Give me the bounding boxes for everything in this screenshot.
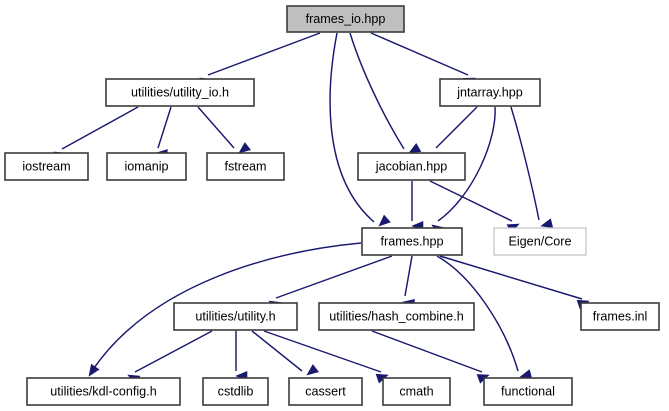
edge-line bbox=[263, 330, 382, 373]
edge-line bbox=[436, 255, 519, 372]
edge-line bbox=[435, 106, 478, 149]
arrowhead-icon bbox=[238, 142, 252, 154]
node-frames_inl[interactable]: frames.inl bbox=[580, 302, 660, 331]
arrowhead-icon bbox=[306, 364, 320, 376]
edge-frames-to-frames_inl bbox=[439, 255, 590, 310]
node-functional[interactable]: functional bbox=[483, 377, 573, 406]
edge-utility-to-kdl_config bbox=[127, 330, 213, 385]
edge-utility-to-cassert bbox=[251, 330, 320, 376]
node-box[interactable] bbox=[357, 152, 466, 181]
node-jntarray[interactable]: jntarray.hpp bbox=[439, 78, 541, 107]
node-box[interactable] bbox=[361, 227, 463, 256]
edge-jacobian-to-eigen_core bbox=[429, 180, 520, 234]
node-hash_combine[interactable]: utilities/hash_combine.h bbox=[318, 302, 475, 331]
edge-utility-to-cstdlib bbox=[235, 331, 248, 382]
node-iomanip[interactable]: iomanip bbox=[106, 152, 187, 181]
node-frames_io[interactable]: frames_io.hpp bbox=[286, 5, 405, 33]
edge-line bbox=[329, 32, 375, 223]
node-box[interactable] bbox=[439, 78, 541, 107]
node-box[interactable] bbox=[288, 377, 363, 406]
arrowhead-icon bbox=[540, 218, 554, 229]
edge-jntarray-to-eigen_core bbox=[510, 106, 554, 229]
edge-line bbox=[349, 32, 405, 150]
edge-utility-to-cmath bbox=[263, 330, 389, 384]
edge-line bbox=[91, 242, 362, 372]
node-box[interactable] bbox=[173, 302, 298, 331]
node-box[interactable] bbox=[493, 227, 587, 256]
edge-line bbox=[439, 255, 583, 300]
edge-frames-to-kdl_config bbox=[88, 242, 362, 377]
edge-line bbox=[197, 106, 235, 149]
edge-frames-to-hash_combine bbox=[402, 255, 416, 309]
edge-line bbox=[275, 255, 393, 299]
node-box[interactable] bbox=[4, 152, 89, 181]
edge-line bbox=[429, 180, 513, 222]
edge-utility_io-to-fstream bbox=[197, 106, 252, 154]
edge-line bbox=[207, 32, 321, 76]
node-utility[interactable]: utilities/utility.h bbox=[173, 302, 298, 331]
node-kdl_config[interactable]: utilities/kdl-config.h bbox=[26, 377, 181, 406]
node-box[interactable] bbox=[382, 377, 451, 406]
edge-line bbox=[251, 330, 303, 372]
edge-jacobian-to-frames bbox=[411, 181, 424, 232]
node-box[interactable] bbox=[105, 78, 255, 107]
arrowhead-icon bbox=[378, 214, 391, 227]
edge-frames_io-to-frames bbox=[329, 32, 391, 227]
edge-hash_combine-to-functional bbox=[371, 330, 490, 384]
node-box[interactable] bbox=[483, 377, 573, 406]
node-box[interactable] bbox=[206, 152, 285, 181]
node-frames[interactable]: frames.hpp bbox=[361, 227, 463, 256]
edge-line bbox=[510, 106, 540, 221]
edge-line bbox=[61, 106, 139, 150]
node-box[interactable] bbox=[26, 377, 181, 406]
node-jacobian[interactable]: jacobian.hpp bbox=[357, 152, 466, 181]
edge-line bbox=[370, 32, 469, 76]
node-iostream[interactable]: iostream bbox=[4, 152, 89, 181]
node-eigen_core[interactable]: Eigen/Core bbox=[493, 227, 587, 256]
node-box[interactable] bbox=[202, 377, 269, 406]
edge-line bbox=[437, 106, 496, 222]
edge-line bbox=[371, 330, 483, 373]
node-box[interactable] bbox=[286, 5, 405, 33]
node-box[interactable] bbox=[318, 302, 475, 331]
node-cassert[interactable]: cassert bbox=[288, 377, 363, 406]
edge-line bbox=[404, 255, 413, 297]
edge-line bbox=[134, 330, 213, 373]
arrowhead-icon bbox=[88, 363, 100, 377]
edge-line bbox=[157, 106, 172, 149]
node-box[interactable] bbox=[580, 302, 660, 331]
node-cstdlib[interactable]: cstdlib bbox=[202, 377, 269, 406]
node-fstream[interactable]: fstream bbox=[206, 152, 285, 181]
node-box[interactable] bbox=[106, 152, 187, 181]
node-cmath[interactable]: cmath bbox=[382, 377, 451, 406]
edge-utility_io-to-iomanip bbox=[155, 106, 172, 160]
node-utility_io[interactable]: utilities/utility_io.h bbox=[105, 78, 255, 107]
edge-frames_io-to-jacobian bbox=[349, 32, 422, 154]
